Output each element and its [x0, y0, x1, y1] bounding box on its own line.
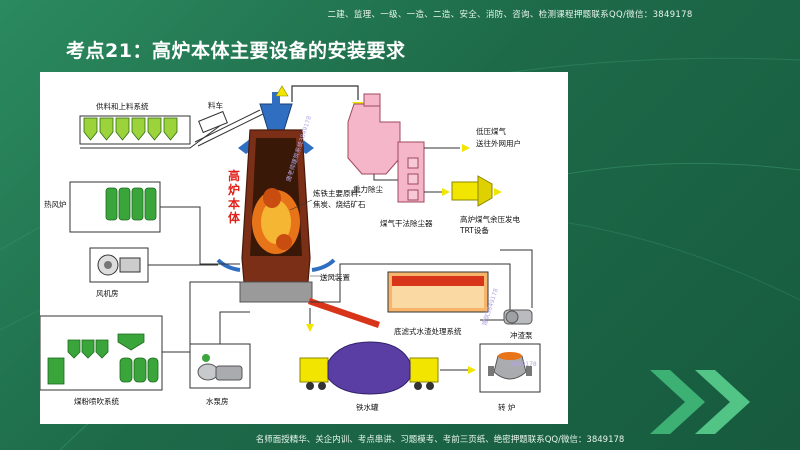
iron-ladle: 铁水罐: [299, 308, 476, 412]
bottom-banner: 名师面授精华、关企内训、考点串讲、习题模考、考前三页纸、绝密押题联系QQ/微信：…: [255, 435, 625, 445]
label-furnace-1: 高: [228, 168, 240, 183]
coal-injection-system: 煤粉喷吹系统: [40, 281, 240, 406]
trt-equipment: 高炉煤气余压发电 TRT设备: [424, 175, 520, 235]
pump-room: 水泵房: [189, 311, 251, 406]
label-blower-room: 风机房: [96, 288, 119, 298]
label-iron-ladle: 铁水罐: [356, 402, 379, 412]
label-raw-material-2: 焦炭、烧结矿石: [313, 199, 366, 209]
label-raw-material-1: 炼铁主要原料：: [313, 188, 366, 198]
label-supply-system: 供料和上料系统: [96, 101, 149, 111]
label-slag-system: 底滤式水渣处理系统: [394, 326, 462, 336]
label-furnace-4: 体: [228, 210, 241, 225]
gas-dry-dust-catcher: 煤气干法除尘器: [380, 141, 433, 228]
label-converter: 转 炉: [498, 402, 515, 412]
page-title: 考点21：高炉本体主要设备的安装要求: [66, 40, 406, 62]
blower-room: 风机房: [89, 247, 218, 298]
label-furnace-3: 本: [228, 196, 240, 211]
label-coal-injection: 煤粉喷吹系统: [74, 396, 119, 406]
label-hot-stove: 热风炉: [44, 199, 67, 209]
chevron-arrows-icon: [650, 370, 750, 434]
label-tuyere: 送风装置: [320, 272, 350, 282]
label-low-pressure-gas-2: 送往外网用户: [476, 138, 521, 148]
label-skip-car: 料车: [208, 100, 223, 110]
slag-runner: [308, 298, 380, 328]
up-arrow-icon: [275, 85, 289, 97]
blast-furnace-diagram: 供料和上料系统 料车 高 炉 本 体 炼铁主要原料： 焦炭、烧结矿石: [40, 85, 541, 412]
watermark-3: 3849178: [510, 361, 537, 368]
label-pump-room: 水泵房: [206, 396, 229, 406]
skip-car: 料车: [194, 100, 264, 147]
label-furnace-2: 炉: [228, 182, 240, 197]
hot-stove: 热风炉: [44, 181, 240, 265]
slag-pump: 冲渣泵: [500, 249, 533, 340]
top-banner: 二建、监理、一级、一造、二造、安全、消防、咨询、检测课程押题联系QQ/微信：38…: [327, 10, 693, 20]
gravity-dust-catcher: 重力除尘: [347, 93, 401, 194]
label-trt-1: 高炉煤气余压发电: [460, 214, 520, 224]
label-dry-dust: 煤气干法除尘器: [380, 218, 433, 228]
label-low-pressure-gas-1: 低压煤气: [476, 126, 506, 136]
label-trt-2: TRT设备: [459, 225, 489, 235]
supply-system: 供料和上料系统: [79, 101, 226, 149]
diagram-panel: 供料和上料系统 料车 高 炉 本 体 炼铁主要原料： 焦炭、烧结矿石: [40, 72, 568, 424]
label-slag-pump: 冲渣泵: [510, 330, 533, 340]
low-pressure-gas-line: 低压煤气 送往外网用户: [424, 126, 521, 152]
slag-processing-system: 底滤式水渣处理系统: [310, 263, 511, 336]
blast-furnace-body: 高 炉 本 体 炼铁主要原料： 焦炭、烧结矿石: [216, 92, 366, 303]
tuyere-device: 送风装置: [310, 272, 350, 282]
converter: 转 炉: [479, 343, 541, 412]
label-gravity-dust: 重力除尘: [353, 184, 383, 194]
